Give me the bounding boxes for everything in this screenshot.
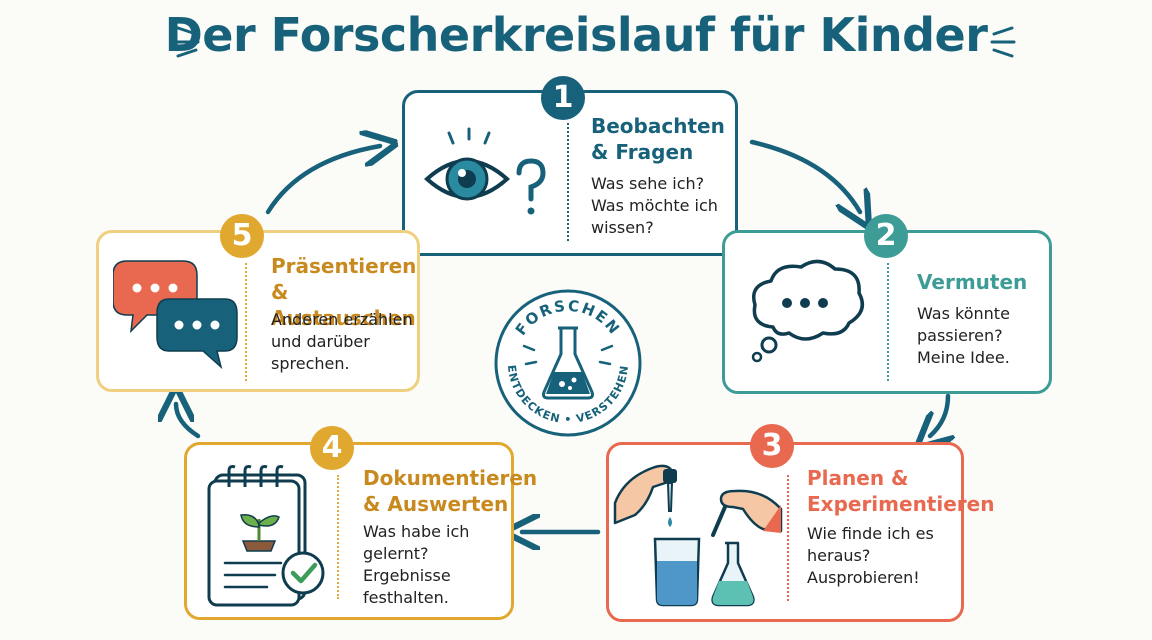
divider — [337, 475, 339, 599]
thought-bubble-icon — [751, 259, 865, 363]
arrow-1-to-2 — [749, 139, 860, 212]
divider — [787, 475, 789, 601]
step-card-2: Vermuten Was könnte passieren? Meine Ide… — [722, 230, 1052, 394]
center-badge: FORSCHEN ENTDECKEN • VERSTEHEN — [494, 289, 642, 437]
eye-question-icon — [424, 127, 546, 215]
step-1-text: Was sehe ich? Was möchte ich wissen? — [591, 174, 718, 237]
step-5-text: Anderen erzählen und darüber sprechen. — [271, 310, 413, 373]
experiment-icon — [613, 464, 783, 607]
step-2-text: Was könnte passieren? Meine Idee. — [917, 304, 1010, 367]
step-1-number-badge: 1 — [541, 76, 585, 120]
step-card-4: Dokumentieren & Auswerten Was habe ich g… — [184, 442, 537, 620]
flask-icon — [522, 326, 614, 400]
arrow-4-to-5 — [176, 404, 201, 439]
step-4-text: Was habe ich gelernt? Ergebnisse festhal… — [363, 522, 470, 607]
step-3-text: Wie finde ich es heraus? Ausprobieren! — [807, 524, 934, 587]
step-card-3: Planen & Experimentieren Wie finde ich e… — [606, 442, 994, 622]
step-3-number-badge: 3 — [750, 424, 794, 468]
step-4-number-badge: 4 — [310, 426, 354, 470]
step-4-heading: Dokumentieren & Auswerten — [363, 466, 538, 516]
divider — [887, 263, 889, 381]
step-1-heading: Beobachten & Fragen — [591, 114, 725, 164]
arrow-2-to-3 — [930, 393, 948, 436]
arrow-5-to-1 — [265, 146, 380, 215]
speech-bubbles-icon — [113, 260, 238, 370]
page-title: Der Forscherkreislauf für Kinder — [164, 8, 988, 62]
step-5-heading: Präsentieren & Austauschen — [271, 254, 417, 330]
divider — [567, 123, 569, 241]
title-left-decoration — [174, 26, 200, 58]
step-2-heading: Vermuten — [917, 270, 1028, 294]
title-right-decoration — [990, 26, 1016, 58]
step-3-heading: Planen & Experimentieren — [807, 466, 995, 516]
step-card-5: Präsentieren & Austauschen Anderen erzäh… — [96, 230, 420, 392]
step-5-number-badge: 5 — [220, 214, 264, 258]
notebook-check-icon — [207, 465, 325, 607]
divider — [245, 263, 247, 381]
step-2-number-badge: 2 — [864, 214, 908, 258]
